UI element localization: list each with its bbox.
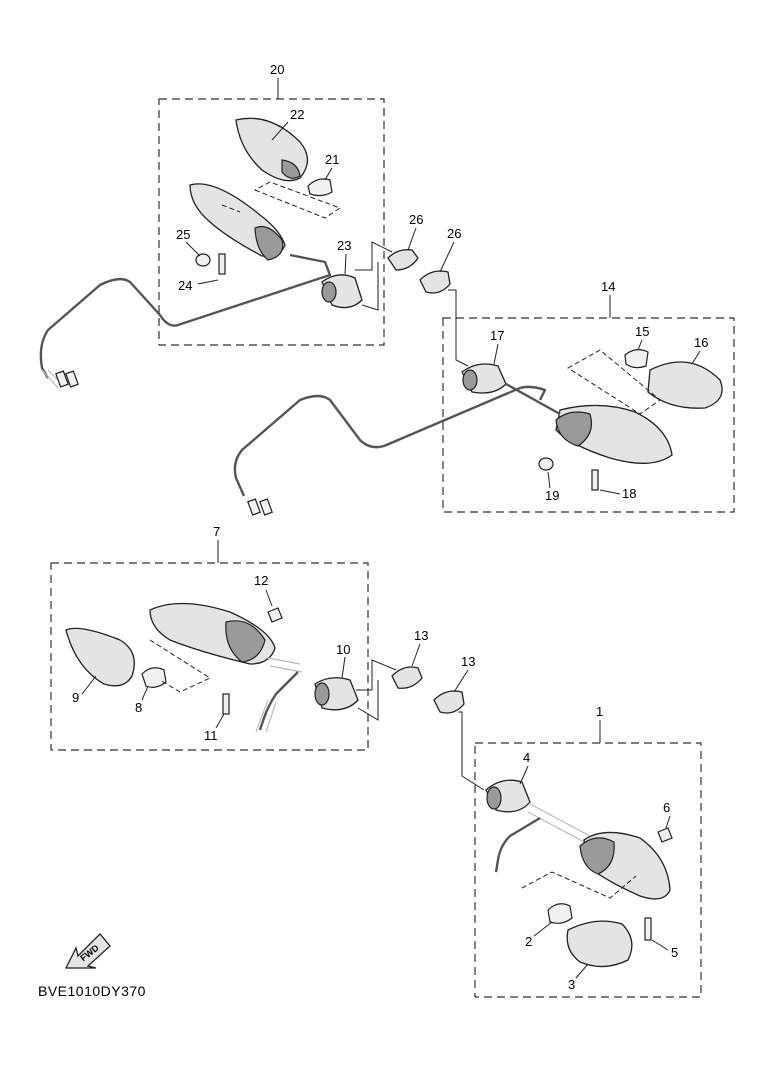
screw-18 (591, 469, 599, 491)
fwd-direction-arrow-icon: FWD (64, 933, 111, 969)
callout-15: 15 (635, 324, 649, 339)
socket-23 (321, 274, 363, 309)
grommet-plate-13a (391, 666, 423, 689)
lens-cover-22 (235, 117, 309, 182)
callout-11: 11 (204, 728, 218, 743)
screw-24 (218, 253, 226, 275)
assembly-frame-20 (158, 98, 385, 346)
screw-11 (222, 693, 230, 715)
callout-10: 10 (336, 642, 350, 657)
signal-housing-right-rear (555, 404, 673, 464)
socket-10 (314, 677, 359, 711)
callout-26a: 26 (409, 212, 423, 227)
callout-12: 12 (254, 573, 268, 588)
callout-16: 16 (694, 335, 708, 350)
lens-cover-3 (566, 920, 633, 968)
callout-3: 3 (568, 977, 575, 992)
grommet-plate-13b (433, 690, 465, 714)
assembly-frame-7 (50, 562, 369, 751)
lens-cover-16 (647, 361, 723, 409)
callout-4: 4 (523, 750, 530, 765)
screw-6 (657, 827, 673, 843)
callout-5: 5 (671, 945, 678, 960)
callout-7: 7 (213, 524, 220, 539)
screw-5 (644, 917, 652, 941)
socket-17 (461, 363, 507, 394)
diagram-code: BVE1010DY370 (38, 983, 146, 999)
socket-4 (485, 779, 531, 813)
callout-9: 9 (72, 690, 79, 705)
callout-23: 23 (337, 238, 351, 253)
signal-housing-right-front (579, 831, 671, 900)
callout-18: 18 (622, 486, 636, 501)
callout-19: 19 (545, 488, 559, 503)
bulb-2 (547, 903, 573, 924)
callout-24: 24 (178, 278, 192, 293)
callout-22: 22 (290, 107, 304, 122)
lens-cover-9 (65, 627, 135, 687)
callout-14: 14 (601, 279, 615, 294)
grommet-plate-26a (387, 249, 419, 271)
wire-terminals-14 (247, 498, 273, 516)
callout-6: 6 (663, 800, 670, 815)
callout-1: 1 (596, 704, 603, 719)
grommet-plate-26b (419, 270, 451, 294)
bulb-15 (624, 349, 649, 369)
bulb-21 (307, 178, 333, 197)
callout-8: 8 (135, 700, 142, 715)
callout-20: 20 (270, 62, 284, 77)
assembly-frame-14 (442, 317, 735, 513)
grommet-25 (195, 253, 211, 267)
callout-13a: 13 (414, 628, 428, 643)
assembly-frame-1 (474, 742, 702, 998)
grommet-19 (538, 457, 554, 471)
callout-25: 25 (176, 227, 190, 242)
callout-2: 2 (525, 934, 532, 949)
signal-housing-left-front (149, 602, 276, 665)
callout-13b: 13 (461, 654, 475, 669)
wire-terminals-20 (55, 370, 79, 388)
bulb-8 (141, 667, 167, 688)
callout-17: 17 (490, 328, 504, 343)
callout-26b: 26 (447, 226, 461, 241)
screw-12 (267, 607, 283, 623)
signal-housing-left-rear (189, 183, 286, 261)
callout-21: 21 (325, 152, 339, 167)
